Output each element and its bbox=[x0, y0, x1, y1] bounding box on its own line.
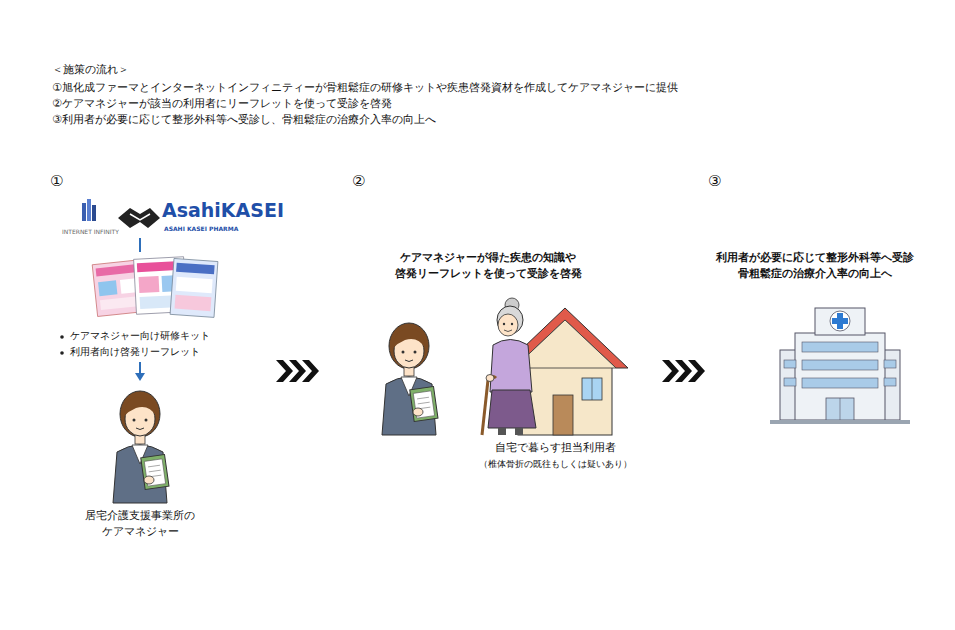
care-manager-figure bbox=[113, 391, 169, 503]
hospital-building bbox=[770, 308, 910, 424]
internet-infinity-logo bbox=[82, 199, 96, 221]
elderly-user-figure bbox=[482, 298, 536, 435]
flow-step-note: ①旭化成ファーマとインターネットインフィニティーが骨粗鬆症の研修キットや疾患啓発… bbox=[52, 80, 678, 97]
role-label: 居宅介護支援事業所の ケアマネジャー bbox=[70, 508, 210, 540]
bullet-dot bbox=[60, 335, 64, 339]
callout-number: ② bbox=[352, 170, 365, 193]
user-label: 自宅で暮らす担当利用者 bbox=[495, 440, 616, 456]
brochure-set bbox=[92, 257, 218, 318]
connector-line bbox=[139, 238, 141, 252]
care-manager-figure bbox=[382, 323, 438, 435]
flow-chevrons bbox=[662, 360, 705, 382]
bullet-item: ケアマネジャー向け研修キット bbox=[70, 328, 210, 343]
down-arrow bbox=[135, 362, 145, 381]
bullet-item: 利用者向け啓発リーフレット bbox=[70, 344, 200, 359]
flow-step-note: ②ケアマネジャーが該当の利用者にリーフレットを使って受診を啓発 bbox=[52, 96, 392, 113]
diagram-title: ＜施策の流れ＞ bbox=[52, 62, 129, 79]
logo-text: ASAHI KASEI PHARMA bbox=[164, 224, 238, 233]
logo-text: INTERNET INFINITY bbox=[62, 227, 119, 236]
flow-chevrons bbox=[276, 360, 319, 382]
handshake-icon bbox=[118, 208, 160, 228]
callout-number: ③ bbox=[708, 170, 721, 193]
flow-step-note: ③利用者が必要に応じて整形外科等へ受診し、骨粗鬆症の治療介入率の向上へ bbox=[52, 112, 436, 129]
bullet-dot bbox=[60, 351, 64, 355]
callout-number: ① bbox=[50, 170, 63, 193]
step-caption: 利用者が必要に応じて整形外科等へ受診 骨粗鬆症の治療介入率の向上へ bbox=[705, 250, 925, 282]
step-caption: ケアマネジャーが得た疾患の知識や 啓発リーフレットを使って受診を啓発 bbox=[383, 250, 593, 282]
user-note: （椎体骨折の既往もしくは疑いあり） bbox=[479, 458, 632, 471]
logo-text: AsahiKASEI bbox=[162, 199, 284, 222]
